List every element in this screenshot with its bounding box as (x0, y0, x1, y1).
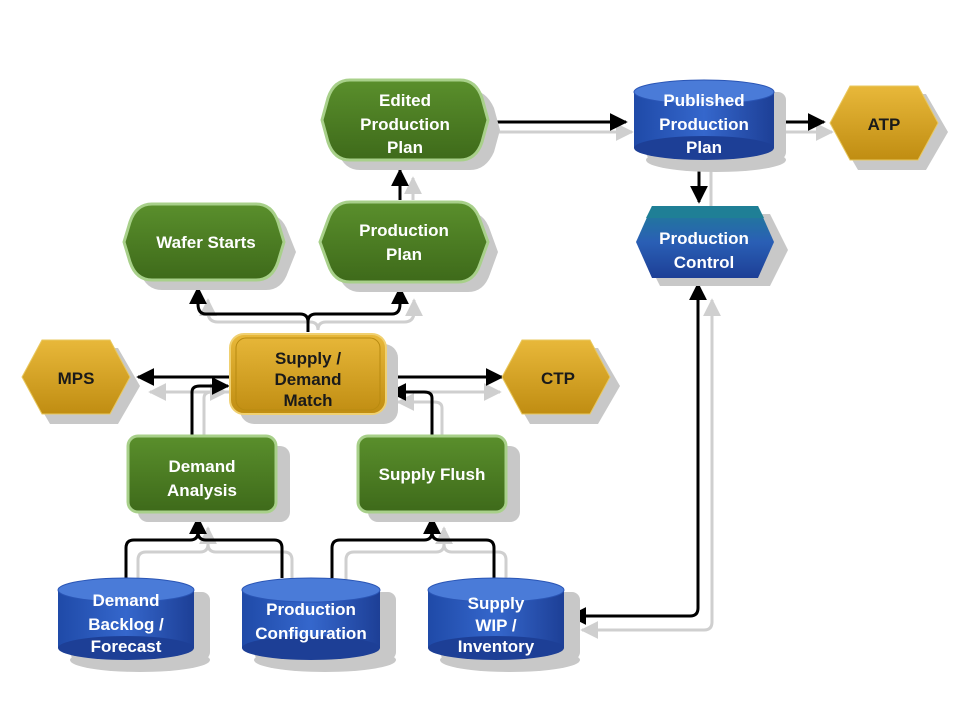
node-supply-demand-match[interactable]: Supply / Demand Match (229, 333, 398, 424)
node-supply-flush[interactable]: Supply Flush (356, 434, 520, 522)
node-production-plan[interactable]: Production Plan (318, 200, 498, 292)
node-supply-wip-inventory[interactable]: Supply WIP / Inventory (427, 577, 580, 672)
node-label-line: Supply Flush (379, 465, 486, 484)
connectors (124, 113, 826, 625)
node-label-line: Production (360, 115, 450, 134)
node-label-line: Demand (168, 457, 235, 476)
node-production-configuration[interactable]: Production Configuration (241, 577, 396, 672)
node-label-line: Plan (386, 245, 422, 264)
node-label-line: Production (659, 115, 749, 134)
node-label-line: Production (659, 229, 749, 248)
node-label-line: Inventory (458, 637, 535, 656)
connectors-shadow (136, 123, 834, 639)
node-published-production-plan[interactable]: Published Production Plan (633, 79, 786, 172)
node-label-line: Edited (379, 91, 431, 110)
node-demand-backlog-forecast[interactable]: Demand Backlog / Forecast (57, 577, 210, 672)
node-label-line: Production (359, 221, 449, 240)
node-label-line: Plan (686, 138, 722, 157)
node-label-line: CTP (541, 369, 575, 388)
node-ctp[interactable]: CTP (501, 339, 620, 424)
node-label-line: ATP (868, 115, 901, 134)
node-edited-production-plan[interactable]: Edited Production Plan (320, 78, 500, 170)
node-label-line: Analysis (167, 481, 237, 500)
node-atp[interactable]: ATP (829, 85, 948, 170)
node-label-line: Forecast (91, 637, 162, 656)
node-label-line: Wafer Starts (156, 233, 256, 252)
node-production-control[interactable]: Production Control (636, 206, 788, 286)
node-mps[interactable]: MPS (21, 339, 140, 424)
node-wafer-starts[interactable]: Wafer Starts (122, 202, 296, 290)
node-label-line: Demand (274, 370, 341, 389)
node-label-line: Plan (387, 138, 423, 157)
node-label-line: Match (283, 391, 332, 410)
node-label-line: Published (663, 91, 744, 110)
node-demand-analysis[interactable]: Demand Analysis (126, 434, 290, 522)
node-label-line: Control (674, 253, 734, 272)
node-label-line: MPS (58, 369, 95, 388)
node-label-line: Production (266, 600, 356, 619)
node-label-line: Configuration (255, 624, 366, 643)
node-label-line: Supply / (275, 349, 341, 368)
node-label-line: Supply (468, 594, 525, 613)
node-label-line: WIP / (475, 616, 517, 635)
node-label-line: Demand (92, 591, 159, 610)
node-label-line: Backlog / (88, 615, 164, 634)
